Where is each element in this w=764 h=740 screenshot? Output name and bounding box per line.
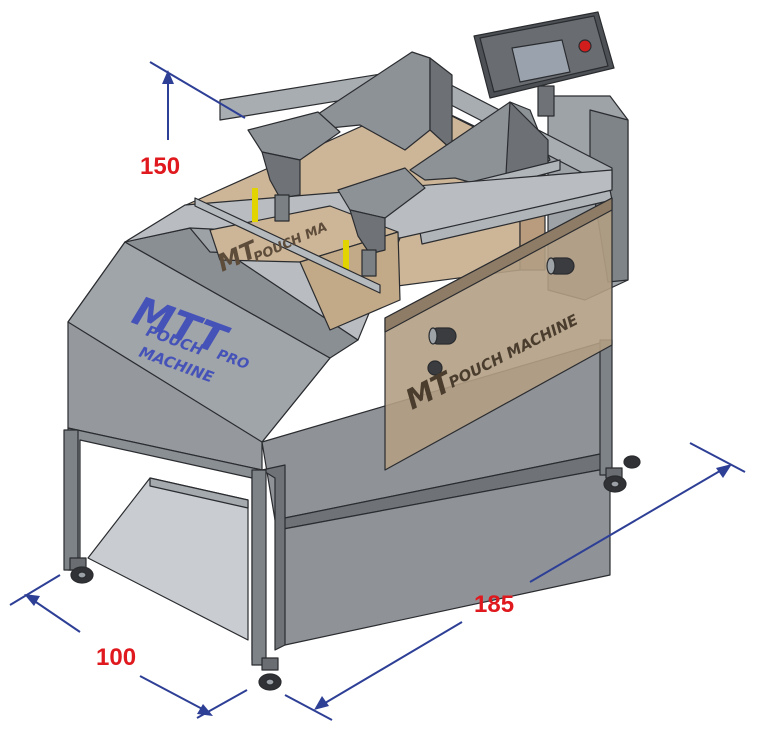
caster-wheel-right xyxy=(603,455,641,493)
caster-wheel-front xyxy=(258,657,282,691)
length-arrow-right xyxy=(716,464,732,478)
width-arrow-right xyxy=(197,704,213,716)
width-dimension-line-b xyxy=(139,675,209,713)
height-arrow xyxy=(162,70,174,84)
length-label: 185 xyxy=(474,591,514,618)
width-dimension-line-a xyxy=(29,597,81,633)
touch-screen xyxy=(511,39,571,83)
roller-1 xyxy=(428,327,457,345)
caster-wheel-left xyxy=(69,557,94,584)
emergency-button xyxy=(578,39,592,53)
width-arrow-left xyxy=(24,594,40,606)
length-dimension-line-b xyxy=(529,467,726,583)
dimension-lines xyxy=(9,61,746,721)
dimension-labels: 150 100 185 xyxy=(96,153,514,671)
control-panel xyxy=(473,11,615,117)
length-extension-left xyxy=(284,694,333,721)
height-label: 150 xyxy=(140,153,180,180)
length-extension-right xyxy=(689,442,746,473)
machine-drawing xyxy=(63,11,641,691)
length-dimension-line-a xyxy=(319,621,463,707)
hopper-right xyxy=(337,167,426,277)
height-extension-line xyxy=(149,61,246,119)
roller-2 xyxy=(546,257,575,275)
width-label: 100 xyxy=(96,644,136,671)
length-arrow-left xyxy=(314,696,329,710)
hopper-left xyxy=(247,111,341,222)
width-extension-left xyxy=(9,574,61,606)
